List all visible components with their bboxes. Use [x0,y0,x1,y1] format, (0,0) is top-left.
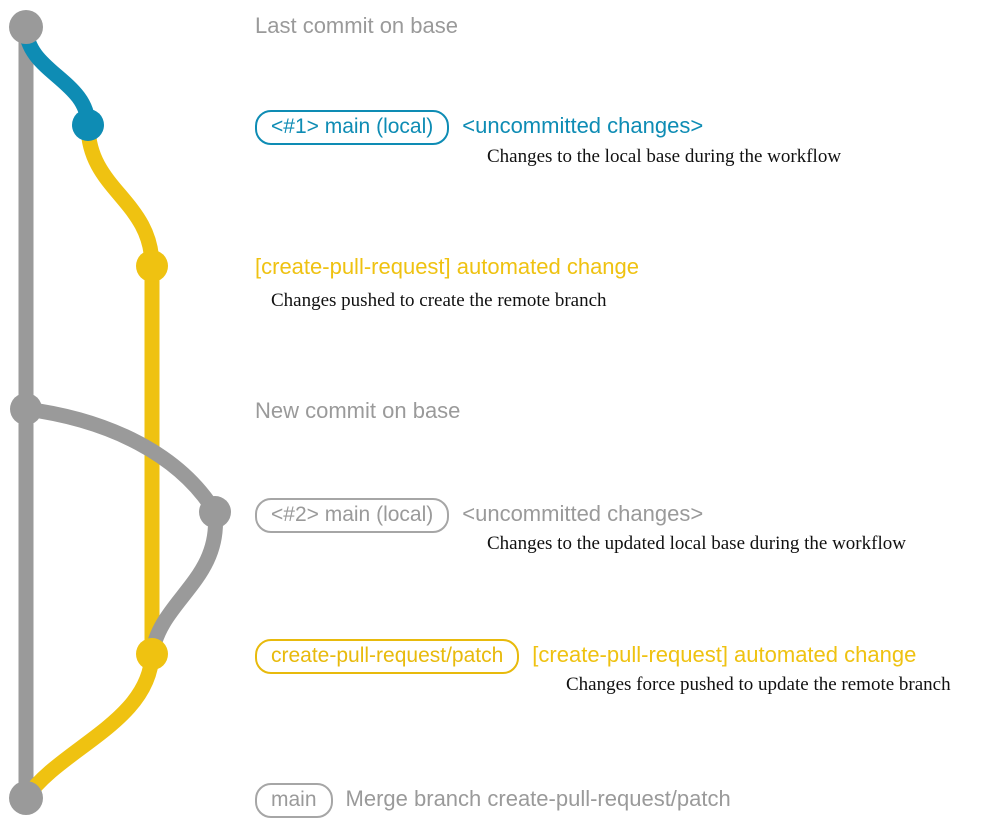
commit-subject-local-1: <uncommitted changes> [462,113,704,138]
commit-subject-patch: [create-pull-request] automated change [532,642,917,667]
commit-last-base[interactable] [9,10,43,44]
commit-new-base[interactable] [10,393,42,425]
row-merge-commit: main Merge branch create-pull-request/pa… [255,783,731,819]
commit-subject-merge: Merge branch create-pull-request/patch [345,786,731,811]
edge-patch2-to-merge [18,646,160,806]
edge-base-to-local1 [18,19,96,133]
note-local-uncommitted-1: Changes to the local base during the wor… [487,146,842,167]
row-automated-change-2: create-pull-request/patch [create-pull-r… [255,639,917,675]
branch-badge-local-2[interactable]: <#2> main (local) [255,498,450,534]
note-local-uncommitted-2: Changes to the updated local base during… [487,533,906,554]
headline-new-commit-on-base: New commit on base [255,398,461,423]
row-local-uncommitted-2: <#2> main (local) <uncommitted changes> [255,498,704,534]
commit-local-2[interactable] [199,496,231,528]
edge-local2-to-patch2 [144,504,223,662]
headline-last-commit-on-base: Last commit on base [255,13,458,38]
commit-merge[interactable] [9,781,43,815]
commit-nodes [9,10,231,815]
commit-subject-local-2: <uncommitted changes> [462,501,704,526]
note-automated-change-2: Changes force pushed to update the remot… [566,674,951,695]
headline-automated-change-1: [create-pull-request] automated change [255,254,640,279]
commit-patch-1[interactable] [136,250,168,282]
branch-badge-local-1[interactable]: <#1> main (local) [255,110,450,146]
branch-badge-patch[interactable]: create-pull-request/patch [255,639,520,675]
branch-badge-main[interactable]: main [255,783,333,819]
note-automated-change-1: Changes pushed to create the remote bran… [271,290,607,311]
commit-local-1[interactable] [72,109,104,141]
commit-patch-2[interactable] [136,638,168,670]
edge-newbase-to-local2 [18,401,223,520]
edge-local1-to-patch1 [80,117,160,274]
row-local-uncommitted-1: <#1> main (local) <uncommitted changes> [255,110,704,146]
